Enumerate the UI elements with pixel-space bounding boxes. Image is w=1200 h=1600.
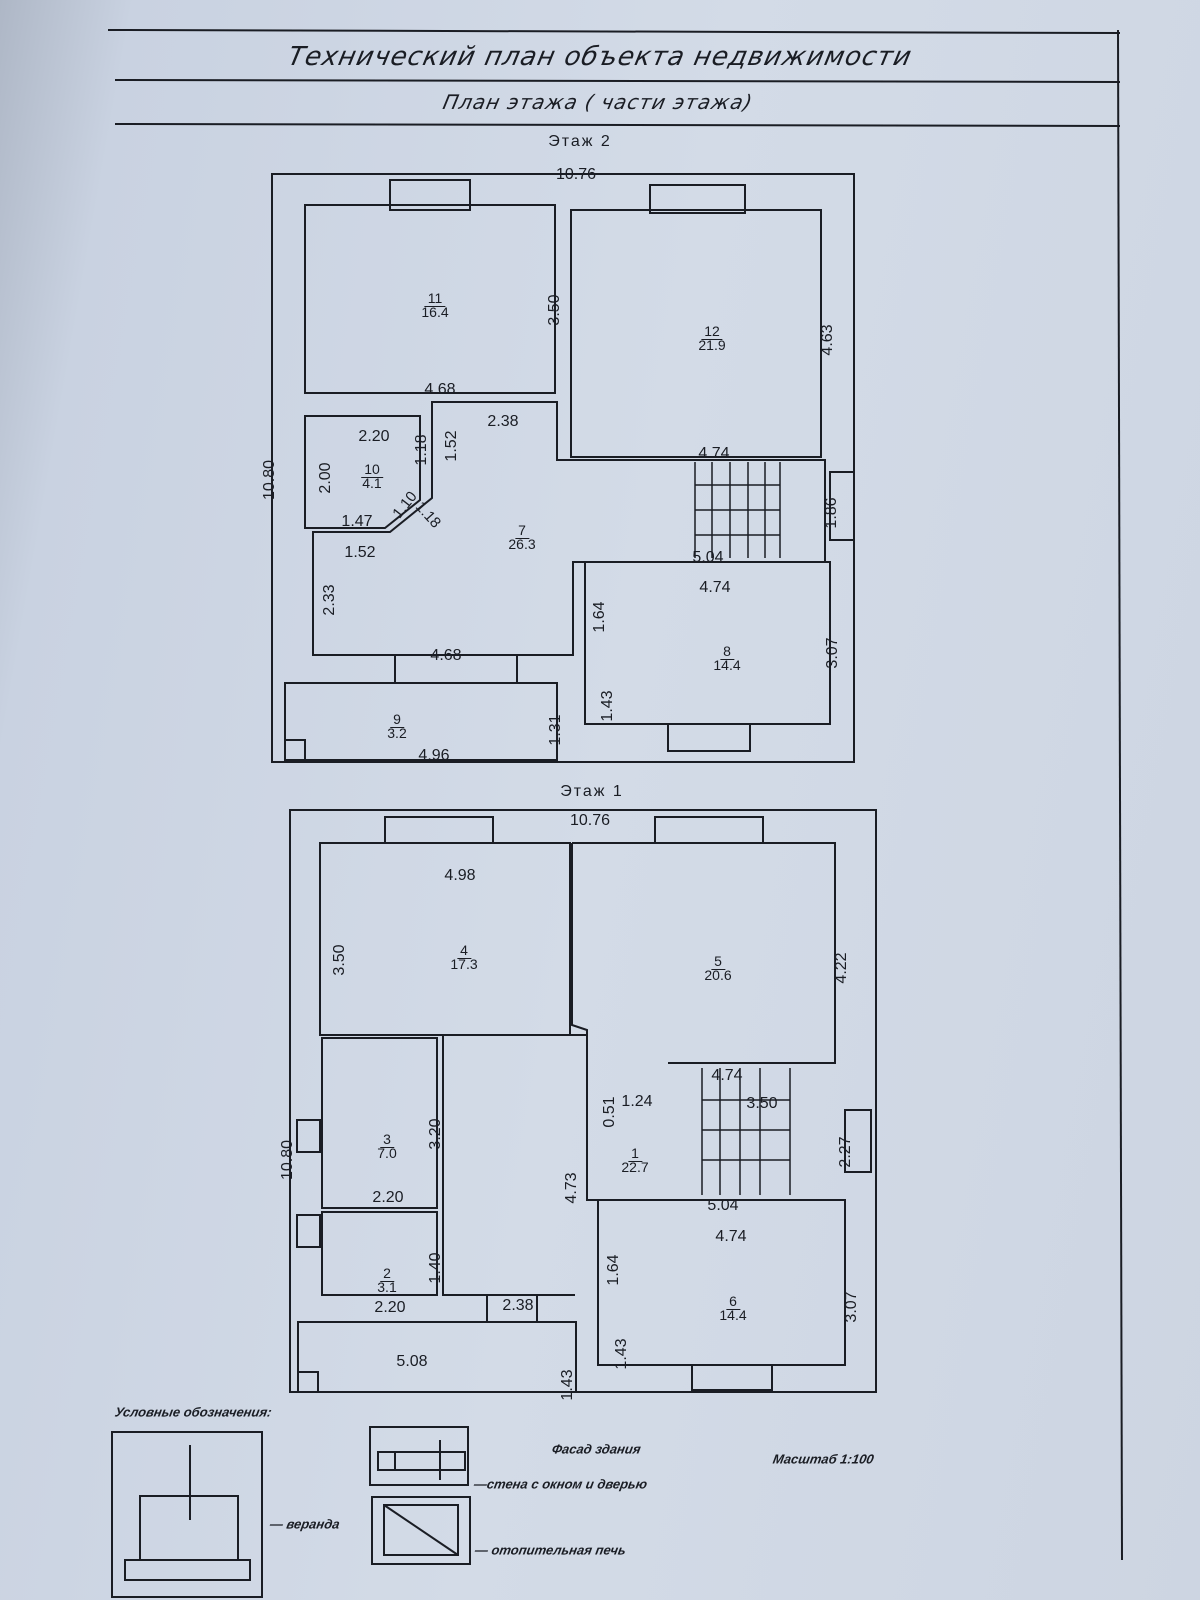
dimension: 1.86: [823, 497, 840, 529]
dimension: 4.74: [699, 579, 731, 596]
dimension: 5.04: [707, 1197, 739, 1214]
dimension: 10.76: [569, 812, 611, 829]
dimension: 3.50: [331, 944, 348, 976]
floor2-walls: [271, 173, 855, 763]
dimension: 2.00: [317, 462, 334, 494]
dimension: 1.43: [599, 690, 616, 722]
dimension: 1.40: [427, 1252, 444, 1284]
dimension: 10.76: [555, 166, 597, 183]
floor2-label: Этаж 2: [548, 133, 612, 150]
dimension: 1.18: [413, 434, 430, 466]
dimension: 4.68: [424, 381, 456, 398]
dimension: 0.51: [601, 1096, 618, 1128]
dimension: 3.20: [427, 1118, 444, 1150]
dimension: 5.04: [692, 549, 724, 566]
dimension: 2.27: [837, 1136, 854, 1168]
dimension: 2.20: [358, 428, 390, 445]
dimension: 1.43: [559, 1369, 576, 1401]
dimension: 1.64: [605, 1254, 622, 1286]
dimension: 1.47: [341, 513, 373, 530]
dimension: 4.74: [711, 1067, 743, 1084]
dimension: 3.50: [746, 1095, 778, 1112]
dimension: 2.38: [502, 1297, 534, 1314]
legend-title: Условные обозначения:: [113, 1404, 273, 1420]
dimension: 4.98: [444, 867, 476, 884]
dimension: 1.31: [547, 714, 564, 746]
dimension: 3.07: [824, 637, 841, 669]
dimension: 1.24: [621, 1093, 653, 1110]
scale-label: Масштаб 1:100: [771, 1451, 876, 1467]
title-frame: [107, 29, 1123, 1561]
dimension: 1.52: [443, 430, 460, 462]
dimension: 4.74: [698, 445, 730, 462]
legend-veranda: — веранда: [268, 1516, 341, 1532]
legend-heating-stove: — отопительная печь: [473, 1542, 628, 1558]
dimension: 5.08: [396, 1353, 428, 1370]
dimension: 3.50: [546, 294, 563, 326]
dimension: 2.20: [372, 1189, 404, 1206]
dimension: 4.63: [819, 324, 836, 356]
dimension: 2.38: [487, 413, 519, 430]
document-subtitle: План этажа ( части этажа): [440, 90, 756, 114]
dimension: 10.80: [279, 1139, 296, 1181]
dimension: 2.33: [321, 584, 338, 616]
dimension: 10.80: [261, 459, 278, 501]
dimension: 4.73: [563, 1172, 580, 1204]
legend-symbols: [111, 1426, 471, 1598]
dimension: 4.22: [833, 952, 850, 984]
facade-label: Фасад здания: [550, 1441, 642, 1457]
dimension: 1.43: [613, 1338, 630, 1370]
dimension: 4.96: [418, 747, 450, 764]
dimension: 4.68: [430, 647, 462, 664]
floor1-walls: [289, 809, 877, 1393]
dimension: 4.74: [715, 1228, 747, 1245]
floor1-label: Этаж 1: [560, 783, 624, 800]
document-title: Технический план объекта недвижимости: [285, 42, 915, 72]
dimension: 2.20: [374, 1299, 406, 1316]
legend-wall-window-door: —стена с окном и дверью: [472, 1476, 649, 1492]
dimension: 3.07: [843, 1291, 860, 1323]
dimension: 1.52: [344, 544, 376, 561]
dimension: 1.64: [591, 601, 608, 633]
